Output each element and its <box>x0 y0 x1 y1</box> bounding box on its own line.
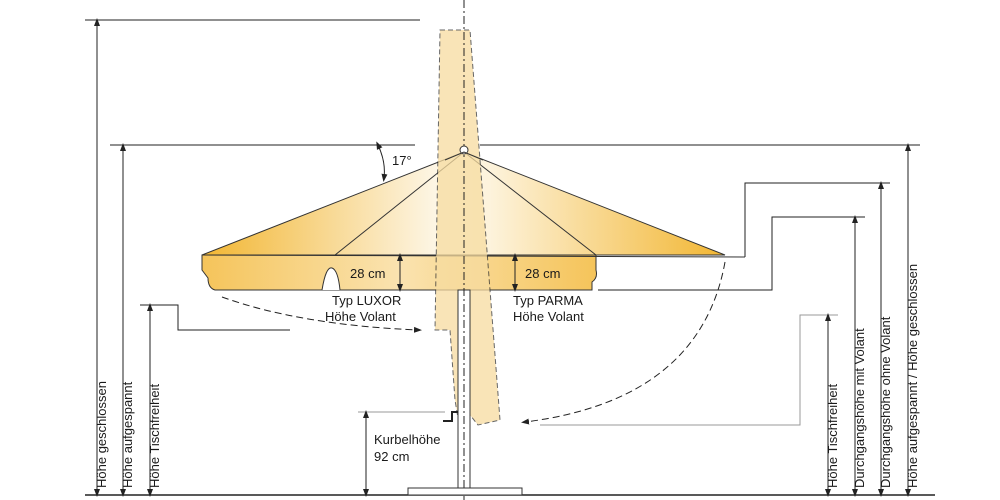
volant-luxor-label: Höhe Volant <box>325 309 396 324</box>
right-dim-without-volant: Durchgangshöhe ohne Volant <box>878 316 893 488</box>
crank-height-value: 92 cm <box>374 449 409 464</box>
angle-label: 17° <box>392 153 412 168</box>
umbrella-base <box>407 487 523 496</box>
crank-handle-icon <box>443 411 458 422</box>
luxor-swing-arrow <box>221 296 422 333</box>
volant-height-right: 28 cm <box>525 266 560 281</box>
left-dim-open: Höhe aufgespannt <box>120 381 135 488</box>
type-parma-label: Typ PARMA <box>513 293 583 308</box>
right-dim-table: Höhe Tischfreiheit <box>825 384 840 488</box>
type-luxor-label: Typ LUXOR <box>332 293 401 308</box>
volant-parma-label: Höhe Volant <box>513 309 584 324</box>
umbrella-pole <box>407 0 523 500</box>
right-dim-open-closed: Höhe aufgespannt / Höhe geschlossen <box>905 264 920 488</box>
left-dim-table: Höhe Tischfreiheit <box>147 384 162 488</box>
parma-swing-arrow <box>521 261 726 425</box>
right-dim-with-volant: Durchgangshöhe mit Volant <box>852 328 867 488</box>
volant-height-left: 28 cm <box>350 266 385 281</box>
left-dim-closed: Höhe geschlossen <box>94 381 109 488</box>
crank-height-label: Kurbelhöhe <box>374 432 441 447</box>
closed-umbrella <box>434 29 501 426</box>
